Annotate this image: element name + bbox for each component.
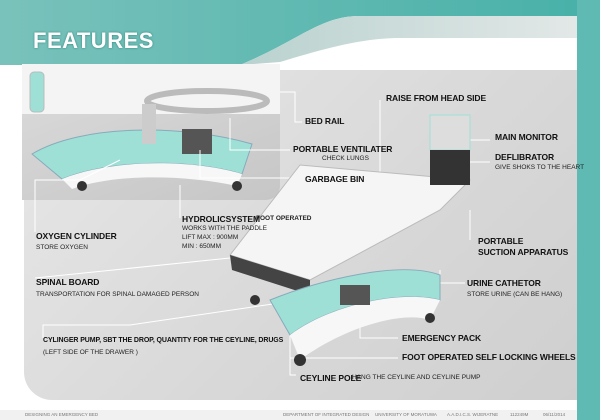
label-hydrolic-sub3: MIN : 650MM [182,243,222,250]
side-accent-strip [577,0,600,420]
label-ceyline-sub: HANG THE CEYLINE AND CEYLINE PUMP [352,374,481,381]
label-hydrolic-system: HYDROLICSYSTEM [182,214,260,224]
label-suction-apparatus: SUCTION APPARATUS [478,247,569,257]
label-spinal-board: SPINAL BOARD [36,277,100,287]
label-portable: PORTABLE [478,236,524,246]
label-urine-cathetor: URINE CATHETOR [467,278,541,288]
footer-bar: DESIGNING AN EMERGENCY BED DEPARTMENT OF… [0,410,577,420]
label-portable-ventilater: PORTABLE VENTILATER [293,144,393,154]
label-oxygen-cylinder: OXYGEN CYLINDER [36,231,117,241]
label-emergency-pack: EMERGENCY PACK [402,333,482,343]
header-banner [0,0,577,70]
detail-inset-image [22,64,280,200]
label-main-monitor: MAIN MONITOR [495,132,558,142]
footer-date: 06/11/2014 [543,412,566,417]
label-spinal-sub: TRANSPORTATION FOR SPINAL DAMAGED PERSON [36,291,200,298]
label-hydrolic-sub2: LIFT MAX : 900MM [182,234,239,241]
label-bed-rail: BED RAIL [305,116,345,126]
label-foot-operated: FOOT OPERATED [256,215,312,222]
label-cylinger-pump: CYLINGER PUMP, SBT THE DROP, QUANTITY FO… [43,337,284,344]
label-store-oxygen: STORE OXYGEN [36,244,88,251]
footer-index: 112249M [510,412,529,417]
label-raise-from-head-side: RAISE FROM HEAD SIDE [386,93,487,103]
footer-author: A.A.D.I.C.S. WIJERATNE [447,412,499,417]
page-title: FEATURES [33,28,154,53]
label-deflibrator: DEFLIBRATOR [495,152,555,162]
label-deflibrator-sub: GIVE SHOKS TO THE HEART [495,164,585,171]
footer-project: DESIGNING AN EMERGENCY BED [25,412,99,417]
label-hydrolic-sub1: WORKS WITH THE PADDLE [182,225,267,232]
label-cylinger-sub: (LEFT SIDE OF THE DRAWER ) [43,349,138,356]
footer-university: UNIVERSITY OF MORATUWA [375,412,437,417]
label-urine-sub: STORE URINE (CAN BE HANG) [467,291,563,298]
label-self-locking-wheels: FOOT OPERATED SELF LOCKING WHEELS [402,352,576,362]
label-check-lungs: CHECK LUNGS [322,155,369,162]
label-ceyline-pole: CEYLINE POLE [300,373,362,383]
label-garbage-bin: GARBAGE BIN [305,174,365,184]
footer-department: DEPARTMENT OF INTEGRATED DESIGN [283,412,370,417]
